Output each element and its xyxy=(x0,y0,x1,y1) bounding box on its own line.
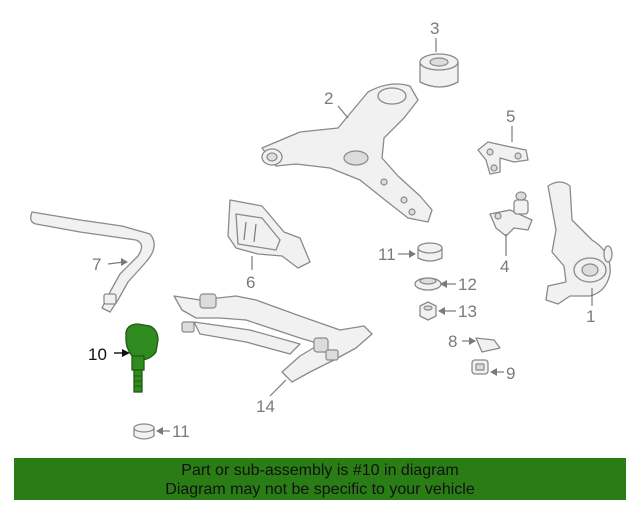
part-11-bushing-lower[interactable] xyxy=(133,423,155,440)
part-13-nut[interactable] xyxy=(419,301,437,321)
banner-line-1: Part or sub-assembly is #10 in diagram xyxy=(181,462,459,479)
callout-1: 1 xyxy=(586,307,595,326)
callout-9: 9 xyxy=(506,364,515,383)
part-6-shield[interactable] xyxy=(227,199,311,269)
part-7-stabilizer-bar[interactable] xyxy=(30,211,155,313)
callout-2: 2 xyxy=(324,89,333,108)
callout-13: 13 xyxy=(458,302,477,321)
banner-line-2: Diagram may not be specific to your vehi… xyxy=(165,481,475,498)
callout-11-upper: 11 xyxy=(378,245,396,264)
callout-10: 10 xyxy=(88,345,107,364)
part-14-subframe[interactable] xyxy=(173,293,373,383)
callout-7: 7 xyxy=(92,255,101,274)
callout-5: 5 xyxy=(506,107,515,126)
parts-diagram: 3 2 5 4 1 xyxy=(30,19,613,441)
part-12-washer[interactable] xyxy=(414,277,442,291)
part-3-bushing[interactable] xyxy=(419,53,459,88)
part-5-bracket[interactable] xyxy=(477,141,529,175)
callout-14: 14 xyxy=(256,397,275,416)
info-banner: Part or sub-assembly is #10 in diagram D… xyxy=(14,458,626,500)
callout-6: 6 xyxy=(246,273,255,292)
callout-4: 4 xyxy=(500,257,509,276)
part-2-control-arm[interactable] xyxy=(261,83,433,223)
part-8-clip[interactable] xyxy=(475,337,501,353)
part-4-ball-joint[interactable] xyxy=(489,191,533,237)
part-1-knuckle[interactable] xyxy=(545,181,613,305)
callout-3: 3 xyxy=(430,19,439,38)
callout-8: 8 xyxy=(448,332,457,351)
part-10-stabilizer-link[interactable] xyxy=(125,323,159,393)
part-11-bushing-upper[interactable] xyxy=(417,242,443,262)
callout-12: 12 xyxy=(458,275,477,294)
callout-11-lower: 11 xyxy=(172,422,190,441)
part-9-clamp[interactable] xyxy=(471,359,489,375)
